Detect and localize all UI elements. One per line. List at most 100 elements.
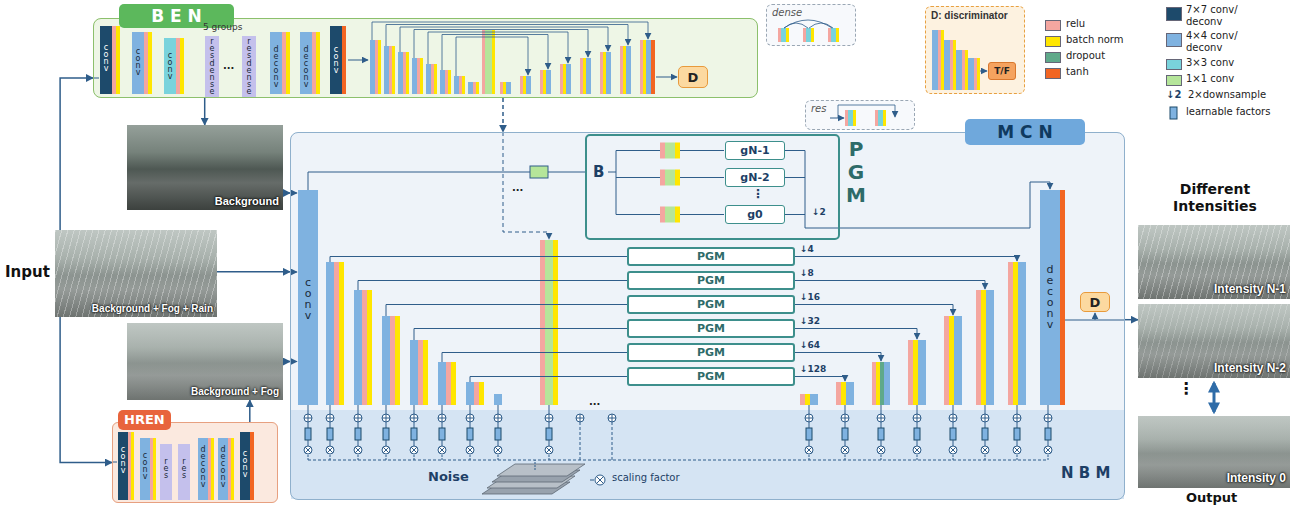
- add-symbol: [841, 414, 849, 422]
- node-label: D: [1090, 295, 1101, 310]
- layer-bar: [660, 170, 665, 186]
- wire-line: [985, 405, 986, 414]
- annotation-label: dense: [209, 60, 215, 95]
- layer-bar: [580, 58, 583, 94]
- layer-bar: [384, 46, 389, 94]
- annotation-label: ↓16: [800, 292, 820, 302]
- wire-line: [308, 440, 309, 446]
- mul-symbol: [1013, 446, 1021, 454]
- wire-line: [795, 377, 845, 382]
- wire-line: [386, 25, 628, 47]
- annotation-label: res: [246, 38, 252, 59]
- add-symbol: [545, 414, 553, 422]
- layer-bar: [412, 58, 417, 94]
- layer-bar: [883, 110, 886, 126]
- layer-bar: [100, 26, 112, 94]
- annotation-label: ...: [589, 396, 600, 407]
- mul-symbol: [949, 446, 957, 454]
- layer-bar: [316, 32, 320, 94]
- wire-line: [442, 35, 548, 71]
- wire-line: [785, 151, 805, 215]
- multiply-symbol: [411, 447, 417, 453]
- layer-bar: [1008, 262, 1013, 405]
- edge-connector: [217, 271, 290, 273]
- wire-line: [386, 454, 387, 460]
- layer-bar: [282, 32, 286, 94]
- add-symbol: [608, 414, 616, 422]
- layer-bar: [872, 362, 876, 405]
- mul-symbol: [494, 446, 502, 454]
- learnable-factor: [982, 428, 988, 440]
- layer-bar: [553, 240, 558, 405]
- layer-bar: [148, 32, 152, 94]
- ben-panel: B E ND: [93, 18, 758, 98]
- layer-bar: [208, 438, 211, 500]
- learnable-factor: [950, 428, 956, 440]
- res-block-key: res: [805, 100, 915, 130]
- learnable-factor: [878, 428, 884, 440]
- layer-bar: [828, 28, 831, 42]
- mul-symbol: [841, 446, 849, 454]
- node-label: PGM: [697, 274, 725, 287]
- wire-line: [809, 454, 810, 460]
- wire-line: [498, 405, 499, 414]
- add-symbol: [326, 414, 334, 422]
- learnable-factor: [806, 428, 812, 440]
- annotation-label: Output: [1186, 490, 1237, 505]
- layer-bar: [563, 64, 566, 94]
- wire-line: [795, 329, 917, 340]
- layer-bar: [878, 110, 883, 126]
- layer-bar: [1040, 190, 1060, 405]
- add-symbol: [494, 414, 502, 422]
- legend-swatch: [1166, 59, 1182, 70]
- multiply-symbol: [878, 447, 884, 453]
- layer-bar: [831, 28, 836, 42]
- add-symbol: [382, 414, 390, 422]
- mul-symbol: [382, 446, 390, 454]
- wire-line: [290, 272, 297, 273]
- discriminator-ground: [925, 6, 1025, 94]
- legend-text: 2×downsample: [1188, 89, 1288, 101]
- layer-bar: [836, 382, 841, 405]
- wire-line: [917, 454, 918, 460]
- wire-line: [1048, 440, 1049, 446]
- wire-line: [795, 353, 881, 362]
- layer-bar: [1060, 190, 1065, 405]
- layer-bar: [1013, 262, 1018, 405]
- layer-bar: [811, 28, 814, 42]
- wire-line: [470, 405, 471, 414]
- annotation-label: ↓32: [800, 316, 820, 326]
- legend-text: 7×7 conv/ deconv: [1186, 4, 1244, 28]
- generator-box: g0: [725, 205, 785, 224]
- annotation-label: conv: [103, 44, 109, 72]
- layer-bar: [800, 394, 805, 405]
- annotation-label: deconv: [200, 446, 206, 488]
- annotation-label: conv: [167, 52, 173, 80]
- layer-bar: [1018, 262, 1026, 405]
- wire-line: [358, 405, 359, 414]
- layer-bar: [231, 438, 234, 500]
- annotation-label: res: [209, 38, 215, 59]
- add-symbol: [466, 414, 474, 422]
- layer-bar: [448, 70, 451, 94]
- layer-bar: [640, 40, 643, 94]
- wire-line: [1095, 313, 1096, 320]
- wire-line: [358, 422, 359, 428]
- wire-line: [549, 454, 550, 460]
- layer-bar: [176, 38, 180, 94]
- node-label: Input: [5, 263, 51, 281]
- wire-line: [498, 440, 499, 446]
- legend-text: dropout: [1066, 50, 1136, 62]
- layer-bar: [876, 362, 880, 405]
- node-label: Background: [215, 195, 279, 207]
- node-label: Background + Fog: [191, 386, 279, 397]
- annotation-label: ↓128: [800, 364, 826, 374]
- mul-symbol: [410, 446, 418, 454]
- wire-line: [358, 440, 359, 446]
- wire-line: [290, 361, 297, 362]
- pgm-box: PGM: [627, 319, 795, 338]
- edge-connector: [60, 78, 93, 230]
- pgm-box: PGM: [627, 343, 795, 362]
- wire-line: [414, 454, 415, 460]
- discriminator-box: D: [678, 66, 708, 88]
